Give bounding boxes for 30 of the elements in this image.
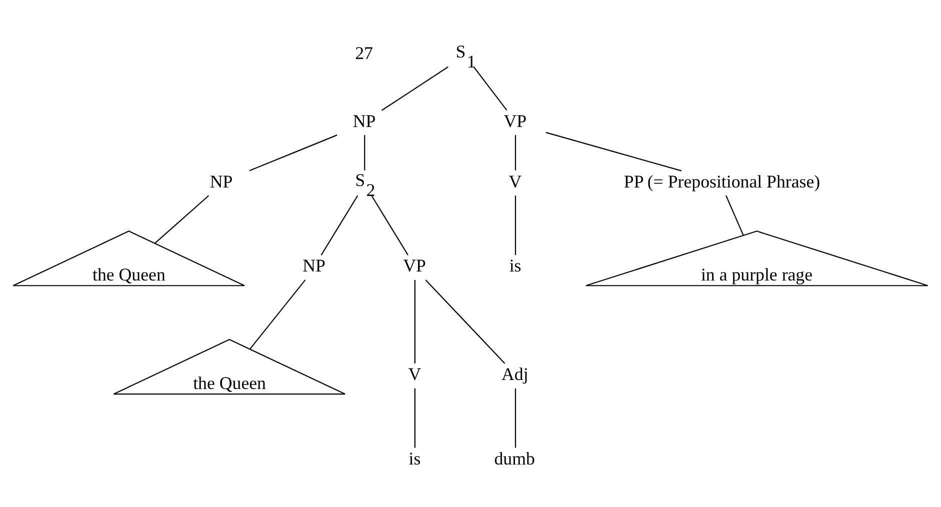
connector [320,195,358,256]
node-label: (= Prepositional Phrase) [647,171,820,192]
connector [425,280,506,364]
connector [514,388,516,448]
node-text: is [509,256,522,276]
connector [364,135,366,170]
node-text: VP [504,111,527,131]
node-text: Adj [502,364,528,384]
node-text: V [508,171,522,192]
connector [546,132,682,172]
label: 27 [355,42,373,63]
node-text: is [408,448,421,468]
node-text: NP [302,256,326,276]
node-text: V [408,364,422,384]
connector [371,195,408,256]
connector [726,195,744,236]
connector [514,196,516,256]
node-text: NP [352,111,376,131]
connector [473,66,508,110]
connector [414,388,416,448]
connector [250,280,306,350]
node-text: NP [210,171,233,192]
connector [249,134,338,172]
node-text: PP [624,171,644,192]
node-text: dumb [494,448,535,468]
node-text: VP [403,256,426,276]
connector [154,195,210,244]
connector [514,135,516,170]
connector [414,280,416,364]
connector [381,66,448,111]
